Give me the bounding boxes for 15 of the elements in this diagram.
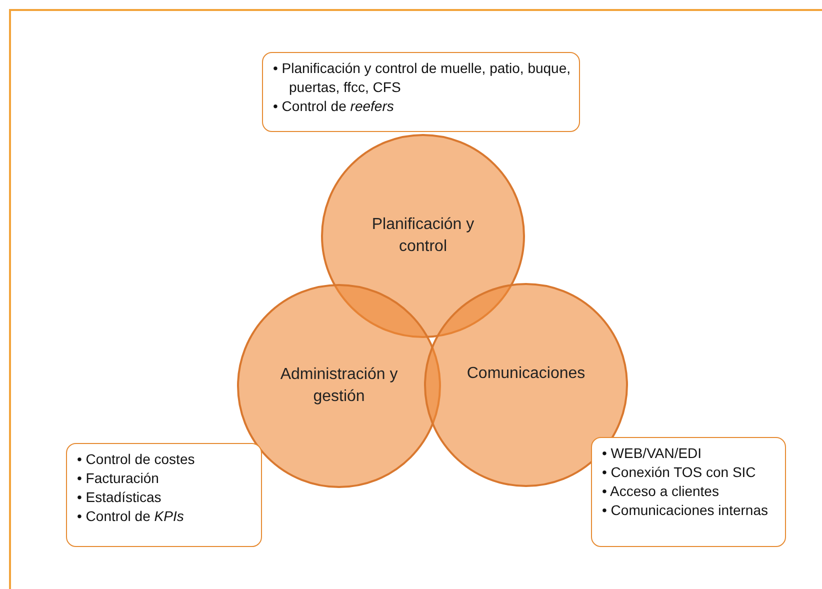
list-item: • Facturación <box>77 469 160 488</box>
list-item: • Estadísticas <box>77 488 162 507</box>
circle-label: Planificación y control <box>370 215 476 257</box>
list-item: • Control de reefers <box>273 97 395 116</box>
circle-label: Comunicaciones <box>466 364 586 384</box>
list-item: • Acceso a clientes <box>602 482 720 501</box>
callout-box <box>591 437 786 547</box>
callout-box <box>66 443 262 547</box>
list-item: • WEB/VAN/EDI <box>602 444 703 463</box>
callout-box <box>262 52 580 132</box>
list-item: • Control de costes <box>77 450 196 469</box>
list-item: • Control de KPIs <box>77 507 185 526</box>
list-item: • Conexión TOS con SIC <box>602 463 757 482</box>
list-item: • Comunicaciones internas <box>602 501 769 520</box>
circle-label: Administración y gestión <box>279 365 399 407</box>
